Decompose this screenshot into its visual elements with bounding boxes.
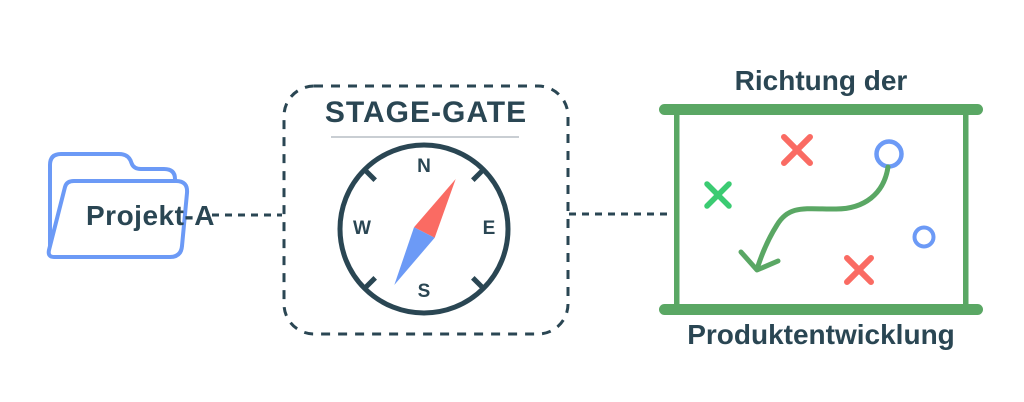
- folder-back-shape: [48, 152, 177, 248]
- compass-label-east: E: [482, 218, 496, 239]
- curved-arrow-icon: [738, 164, 891, 273]
- board-left-post: [674, 114, 680, 305]
- compass-label-south: S: [417, 281, 431, 302]
- compass-needle-south: [394, 227, 435, 285]
- board-right-post: [963, 114, 969, 305]
- board-bottom-bar: [659, 304, 983, 315]
- blue-circle-small-icon: [912, 225, 936, 249]
- compass-needle-north: [414, 179, 456, 238]
- compass-label-west: W: [353, 218, 371, 239]
- folder-icon: [46, 152, 190, 259]
- green-x-icon: [704, 181, 732, 209]
- compass-label-north: N: [417, 156, 431, 177]
- project-label: Projekt-A: [86, 200, 215, 231]
- board-caption-top: Richtung der: [734, 65, 908, 96]
- compass-ticks: [362, 167, 486, 291]
- blue-circle-large-icon: [874, 139, 904, 169]
- red-x-top-icon: [781, 134, 813, 166]
- folder-front-shape: [46, 179, 190, 259]
- stage-gate-title: STAGE-GATE: [324, 96, 528, 129]
- strategy-board: [659, 104, 983, 315]
- board-caption-bottom: Produktentwicklung: [687, 319, 955, 350]
- stage-gate-title-underline: [331, 136, 519, 138]
- compass-icon: [337, 142, 511, 316]
- board-top-bar: [659, 104, 983, 115]
- red-x-bottom-icon: [844, 255, 874, 285]
